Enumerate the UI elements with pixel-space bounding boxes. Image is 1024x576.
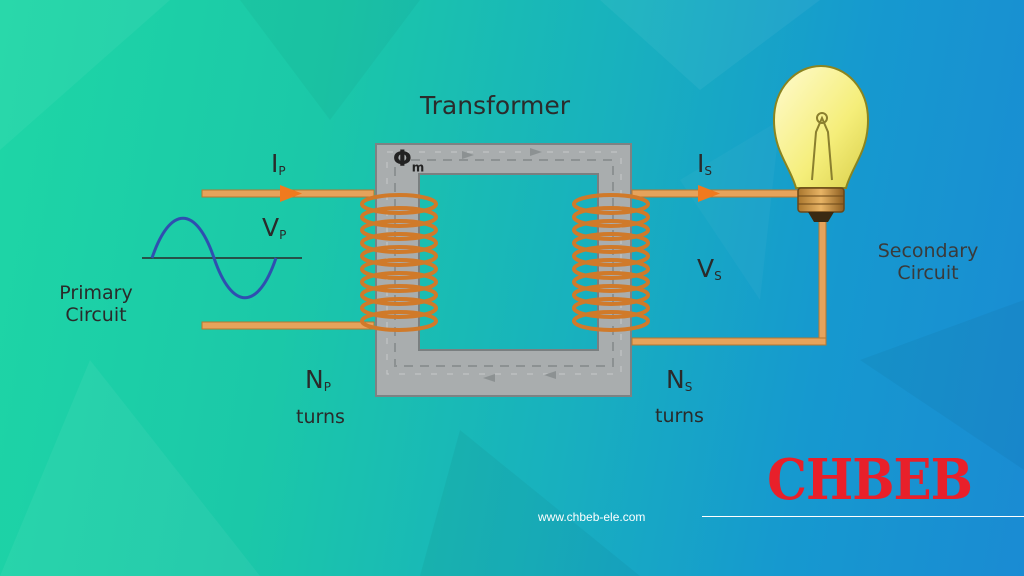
magnetic-flux-label: Φm bbox=[393, 147, 425, 175]
secondary-wires bbox=[631, 185, 827, 346]
secondary-circuit-label: Secondary Circuit bbox=[877, 240, 979, 284]
diagram-title: Transformer bbox=[420, 91, 571, 120]
light-bulb-icon bbox=[772, 64, 870, 222]
secondary-coil bbox=[572, 193, 650, 332]
secondary-current-label: IS bbox=[697, 149, 712, 178]
primary-turns-symbol: NP bbox=[305, 365, 331, 394]
primary-current-label: IP bbox=[271, 149, 286, 178]
secondary-turns-symbol: NS bbox=[666, 365, 693, 394]
primary-turns-word: turns bbox=[296, 406, 345, 428]
primary-current-arrow bbox=[280, 185, 302, 202]
brand-url[interactable]: www.chbeb-ele.com bbox=[538, 510, 646, 524]
secondary-current-arrow bbox=[698, 185, 720, 202]
divider-line bbox=[702, 516, 1024, 517]
primary-circuit-label: Primary Circuit bbox=[59, 282, 133, 326]
secondary-turns-word: turns bbox=[655, 405, 704, 427]
iron-core bbox=[375, 143, 632, 397]
primary-wires bbox=[201, 185, 375, 330]
brand-logo: CHBEB bbox=[767, 446, 973, 513]
ac-source-sine-icon bbox=[142, 216, 302, 300]
secondary-voltage-label: VS bbox=[697, 254, 722, 283]
primary-coil bbox=[360, 193, 438, 332]
primary-voltage-label: VP bbox=[262, 213, 287, 242]
